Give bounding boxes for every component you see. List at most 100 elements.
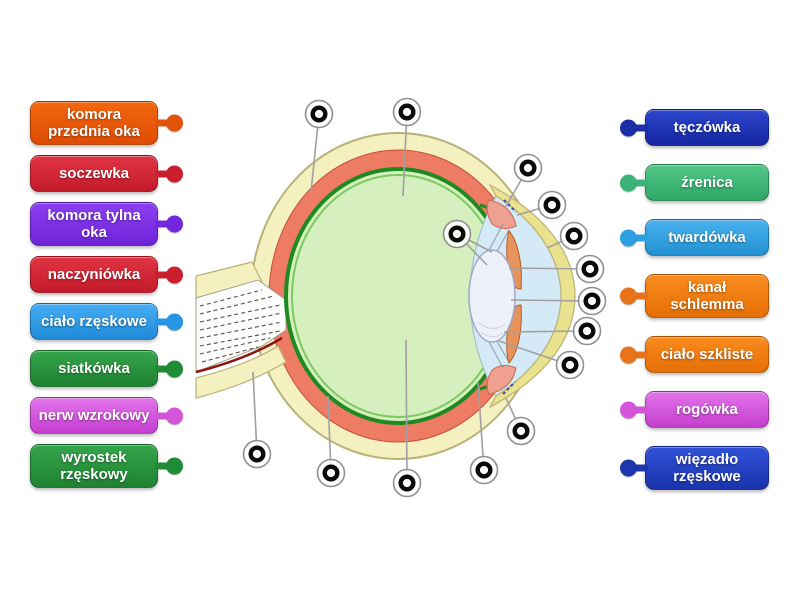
connector-stub	[633, 124, 648, 131]
answer-label-zrenica[interactable]: źrenica	[620, 164, 769, 201]
diagram-pin-3[interactable]	[513, 153, 543, 183]
connector-dot	[166, 266, 183, 283]
connector-stub	[155, 365, 170, 372]
pin-leader-line	[477, 382, 485, 471]
answer-label-text: więzadło rzęskowe	[673, 451, 741, 485]
connector-dot	[620, 229, 637, 246]
connector-stub	[633, 234, 648, 241]
cornea-shape	[488, 183, 576, 409]
pin-ring-icon	[448, 225, 466, 243]
pin-ring-icon	[578, 322, 596, 340]
answer-label-cialo-szkliste[interactable]: ciało szkliste	[620, 336, 769, 373]
answer-label-wiezadlo-rzeskowe[interactable]: więzadło rzęskowe	[620, 446, 769, 490]
connector-dot	[620, 174, 637, 191]
diagram-pin-12[interactable]	[469, 455, 499, 485]
diagram-pin-15[interactable]	[242, 439, 272, 469]
answer-label-naczyniowka[interactable]: naczyniówka	[30, 256, 183, 293]
answer-label-text: tęczówka	[673, 119, 741, 136]
diagram-pin-8[interactable]	[572, 316, 602, 346]
connector-dot	[620, 287, 637, 305]
connector-stub	[155, 119, 170, 127]
answer-label-twardowka[interactable]: twardówka	[620, 219, 769, 256]
answer-label-kanal-schlemma[interactable]: kanał schlemma	[620, 274, 769, 318]
pin-leader-line	[405, 339, 408, 484]
answer-label-komora-przednia-oka[interactable]: komora przednia oka	[30, 101, 183, 145]
pin-ring-icon	[248, 445, 266, 463]
pin-ring-icon	[310, 105, 328, 123]
answer-label-text: ciało szkliste	[660, 346, 754, 363]
nerve-striations	[199, 289, 283, 363]
connector-stub	[633, 406, 648, 413]
pin-ring-icon	[512, 422, 530, 440]
pin-ring-icon	[543, 196, 561, 214]
diagram-pin-9[interactable]	[555, 350, 585, 380]
answer-label-siatkowka[interactable]: siatkówka	[30, 350, 183, 387]
diagram-pin-5[interactable]	[559, 221, 589, 251]
answer-column-right: tęczówka źrenica twardówka kanał schlemma ci…	[620, 109, 769, 490]
answer-label-text: nerw wzrokowy	[38, 407, 150, 424]
connector-dot	[166, 165, 183, 182]
connector-stub	[633, 179, 648, 186]
connector-stub	[155, 318, 170, 325]
aqueous-flow-arrow-top	[503, 199, 517, 213]
diagram-pin-1[interactable]	[304, 99, 334, 129]
diagram-pin-7[interactable]	[577, 286, 607, 316]
connector-dot	[620, 459, 637, 477]
connector-dot	[620, 119, 637, 136]
pin-ring-icon	[398, 103, 416, 121]
pin-ring-icon	[398, 474, 416, 492]
connector-dot	[166, 313, 183, 330]
answer-label-text: rogówka	[676, 401, 738, 418]
pin-ring-icon	[519, 159, 537, 177]
diagram-pin-11[interactable]	[506, 416, 536, 446]
answer-label-wyrostek-rzeskowy[interactable]: wyrostek rzęskowy	[30, 444, 183, 488]
ciliary-body-bottom	[486, 364, 517, 395]
connector-stub	[633, 351, 648, 358]
diagram-pin-6[interactable]	[575, 254, 605, 284]
diagram-pin-2[interactable]	[392, 97, 422, 127]
diagram-pin-4[interactable]	[537, 190, 567, 220]
answer-label-text: wyrostek rzęskowy	[60, 449, 128, 483]
connector-stub	[633, 292, 648, 300]
answer-label-rogowka[interactable]: rogówka	[620, 391, 769, 428]
ciliary-body-top	[486, 199, 517, 230]
diagram-pin-14[interactable]	[316, 458, 346, 488]
connector-stub	[155, 271, 170, 278]
lens-shape	[468, 249, 516, 343]
answer-label-komora-tylna-oka[interactable]: komora tylna oka	[30, 202, 183, 246]
answer-label-text: soczewka	[58, 165, 130, 182]
answer-column-left: komora przednia oka soczewka komora tylna …	[30, 101, 183, 488]
anterior-segment	[468, 183, 576, 409]
answer-label-teczowka[interactable]: tęczówka	[620, 109, 769, 146]
answer-label-cialo-rzeskowe[interactable]: ciało rzęskowe	[30, 303, 183, 340]
pin-ring-icon	[475, 461, 493, 479]
connector-stub	[155, 412, 170, 419]
connector-dot	[166, 407, 183, 424]
pin-ring-icon	[561, 356, 579, 374]
answer-label-soczewka[interactable]: soczewka	[30, 155, 183, 192]
answer-label-text: twardówka	[668, 229, 746, 246]
connector-stub	[155, 220, 170, 228]
connector-stub	[155, 170, 170, 177]
answer-label-text: ciało rzęskowe	[41, 313, 147, 330]
answer-label-nerw-wzrokowy[interactable]: nerw wzrokowy	[30, 397, 183, 434]
diagram-pin-13[interactable]	[392, 468, 422, 498]
answer-label-text: kanał schlemma	[670, 279, 744, 313]
answer-label-text: naczyniówka	[47, 266, 141, 283]
connector-dot	[166, 457, 183, 475]
diagram-pin-10[interactable]	[442, 219, 472, 249]
pin-ring-icon	[581, 260, 599, 278]
connector-dot	[620, 346, 637, 363]
retinal-artery	[195, 336, 283, 374]
aqueous-flow-arrow-bottom	[502, 381, 516, 395]
answer-label-text: komora przednia oka	[48, 106, 140, 140]
connector-dot	[166, 360, 183, 377]
lens-fibers	[477, 321, 506, 338]
answer-label-text: komora tylna oka	[47, 207, 141, 241]
connector-stub	[633, 464, 648, 472]
answer-label-text: źrenica	[681, 174, 733, 191]
optic-nerve	[195, 261, 287, 399]
connector-stub	[155, 462, 170, 470]
